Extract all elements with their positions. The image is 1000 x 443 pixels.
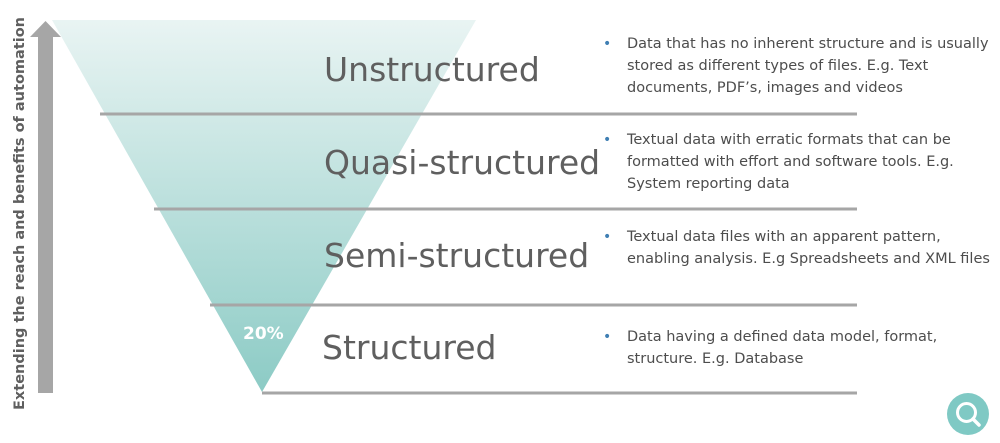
- description-structured: • Data having a defined data model, form…: [603, 326, 995, 370]
- description-quasi-structured: • Textual data with erratic formats that…: [603, 129, 995, 195]
- description-text: Textual data with erratic formats that c…: [627, 132, 954, 192]
- funnel-percent-label: 20%: [243, 324, 284, 344]
- description-text: Textual data files with an apparent patt…: [627, 229, 990, 267]
- axis-label: Extending the reach and benefits of auto…: [12, 17, 28, 410]
- bullet-icon: •: [603, 229, 612, 245]
- bullet-icon: •: [603, 329, 612, 345]
- tier-label-semi-structured: Semi-structured: [324, 236, 590, 275]
- bullet-icon: •: [603, 36, 612, 52]
- magnifier-q-logo-icon: [947, 393, 989, 435]
- description-unstructured: • Data that has no inherent structure an…: [603, 33, 995, 99]
- description-semi-structured: • Textual data files with an apparent pa…: [603, 226, 995, 270]
- axis-arrow-shaft: [38, 36, 53, 393]
- description-text: Data having a defined data model, format…: [627, 329, 938, 367]
- bullet-icon: •: [603, 132, 612, 148]
- description-text: Data that has no inherent structure and …: [627, 36, 989, 96]
- tier-label-unstructured: Unstructured: [324, 50, 540, 89]
- axis-arrow-head: [30, 21, 61, 37]
- tier-label-structured: Structured: [322, 328, 497, 367]
- tier-label-quasi-structured: Quasi-structured: [324, 143, 601, 182]
